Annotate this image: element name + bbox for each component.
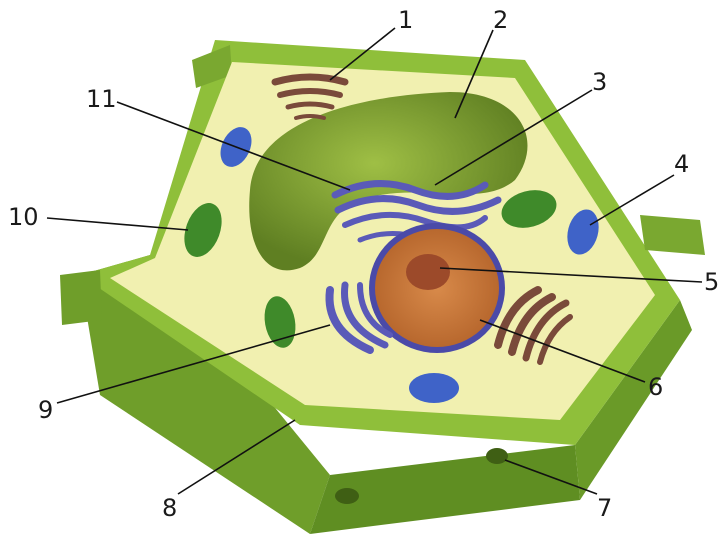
label-1: 1	[398, 6, 413, 34]
label-3: 3	[592, 68, 607, 96]
nucleolus	[406, 254, 450, 290]
label-10: 10	[8, 203, 39, 231]
label-7: 7	[597, 494, 612, 522]
label-2: 2	[493, 6, 508, 34]
label-5: 5	[704, 268, 719, 296]
label-11: 11	[86, 85, 117, 113]
label-8: 8	[162, 494, 177, 522]
label-6: 6	[648, 373, 663, 401]
label-9: 9	[38, 396, 53, 424]
label-4: 4	[674, 150, 689, 178]
